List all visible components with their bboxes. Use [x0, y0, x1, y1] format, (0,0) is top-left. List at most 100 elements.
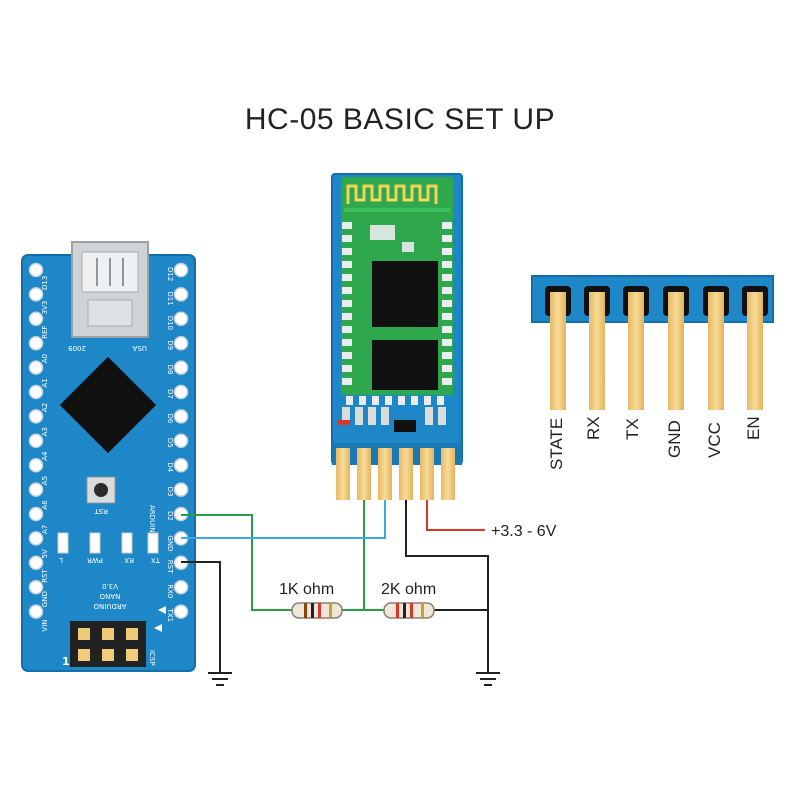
- led-label-tx: TX: [151, 556, 161, 564]
- pin-label-right-d7: D7: [166, 389, 174, 399]
- hc05-module: [331, 173, 463, 500]
- pin-label-left-a6: A6: [41, 500, 49, 510]
- wire-d2-to-hc05-tx: [181, 500, 386, 539]
- closeup-pin-vcc: [703, 286, 729, 410]
- bluetooth-daughterboard: [341, 177, 453, 405]
- hc05-pin-header: [332, 443, 462, 500]
- pin-label-left-ref: REF: [41, 325, 49, 338]
- pin-pad-right-d10: [173, 311, 189, 327]
- castellated-pads: [342, 222, 452, 405]
- pin-pad-right-d5: [173, 433, 189, 449]
- led-label-rx: RX: [124, 556, 134, 564]
- mini-usb-connector: [71, 241, 149, 338]
- resistor-2k-label: 2K ohm: [381, 581, 436, 598]
- icsp-header: [70, 621, 146, 667]
- pin-label-left-vin: VIN: [41, 620, 49, 632]
- diagram-title: HC-05 BASIC SET UP: [244, 103, 556, 136]
- pin-pad-left-a3: [28, 409, 44, 424]
- led-pwr: [89, 532, 101, 554]
- pin-label-right-d8: D8: [166, 365, 174, 375]
- model-line-nano: NANO: [99, 592, 120, 600]
- rx-tx-triangle: [158, 606, 166, 614]
- reset-label: RST: [94, 507, 108, 515]
- pin-label-right-d11: D11: [166, 291, 174, 305]
- pin-pad-right-d6: [173, 409, 189, 424]
- pin-label-right-d12: D12: [166, 267, 174, 281]
- wire-d3-to-divider: [181, 514, 296, 611]
- pin-pad-left-rst: [28, 555, 44, 571]
- arduino-cc-label: ARDUINO.CC: [148, 505, 156, 550]
- led-rx: [121, 532, 133, 554]
- pin-header-closeup: [531, 275, 774, 410]
- pin-pad-left-a0: [28, 335, 44, 351]
- pin-pad-right-d7: [173, 384, 189, 400]
- pin-pad-left-a7: [28, 506, 44, 522]
- pin-pad-left-a4: [28, 433, 44, 449]
- pin-pad-right-tx1: [173, 604, 189, 619]
- wire-arduino-gnd: [181, 561, 221, 672]
- icsp-label: ICSP: [148, 650, 156, 666]
- pin-label-left-a1: A1: [41, 378, 49, 387]
- pin-label-right-d3: D3: [166, 487, 174, 497]
- pin-label-tx: TX: [623, 418, 642, 440]
- pin-label-right-d10: D10: [166, 316, 174, 330]
- pin-label-rx: RX: [584, 416, 603, 440]
- closeup-pin-en: [742, 286, 768, 410]
- ground-symbol-right: [476, 672, 500, 686]
- resistor-1k-label: 1K ohm: [279, 581, 334, 598]
- wire-vcc-supply: [426, 500, 485, 531]
- pin-label-state: STATE: [547, 418, 566, 470]
- pin-label-left-rst: RST: [41, 568, 49, 582]
- closeup-pin-tx: [623, 286, 649, 410]
- arduino-nano-board: 2009 USA RST ARDUINO.CC V3.0 NANO ARDUIN…: [21, 241, 196, 672]
- pin-label-left-d13: D13: [41, 276, 49, 290]
- pin-label-left-5v: 5V: [41, 549, 49, 558]
- pin-label-right-gnd: GND: [166, 535, 174, 551]
- resistor-2k: [383, 602, 435, 619]
- pin-label-left-a3: A3: [41, 427, 49, 436]
- resistor-1k: [291, 602, 343, 619]
- led-tx: [147, 532, 159, 554]
- atmega-chip: [59, 356, 157, 454]
- pin-pad-right-d4: [173, 457, 189, 473]
- pin-label-right-d2: D2: [166, 511, 174, 521]
- icsp-pin1-label: 1: [62, 655, 70, 668]
- pin-pad-left-a5: [28, 457, 44, 473]
- usb-label-usa: USA: [132, 344, 147, 352]
- led-label-l: L: [59, 556, 63, 564]
- closeup-pin-rx: [584, 286, 610, 410]
- pin-label-right-d4: D4: [166, 462, 174, 472]
- pin-pad-left-a1: [28, 360, 44, 375]
- pin-label-right-rx0: RX0: [166, 584, 174, 598]
- pin-pad-left-gnd: [28, 579, 44, 595]
- pin-pad-left-vin: [28, 604, 44, 619]
- closeup-pin-gnd: [663, 286, 689, 410]
- led-l: [57, 532, 69, 554]
- pin-label-left-gnd: GND: [41, 591, 49, 607]
- pin-label-left-3v3: 3V3: [41, 301, 49, 315]
- pin-pad-left-5v: [28, 531, 44, 546]
- pin-pad-right-d9: [173, 335, 189, 351]
- pin-label-right-d5: D5: [166, 438, 174, 448]
- pin-pad-right-d8: [173, 360, 189, 375]
- pin-pad-right-d3: [173, 482, 189, 497]
- bluetooth-chip: [372, 261, 438, 327]
- pin-label-left-a2: A2: [41, 403, 49, 412]
- led-label-pwr: PWR: [87, 556, 103, 564]
- pin-pad-right-d12: [173, 262, 189, 278]
- closeup-pin-state: [545, 286, 571, 410]
- model-line-v3: V3.0: [102, 582, 118, 590]
- pin-label-left-a7: A7: [41, 525, 49, 534]
- pin-pad-left-3v3: [28, 287, 44, 302]
- icsp-pin1-triangle: [154, 624, 162, 632]
- pin-label-left-a5: A5: [41, 476, 49, 485]
- pin-label-right-tx1: TX1: [166, 608, 174, 623]
- pin-label-gnd: GND: [665, 420, 684, 458]
- pin-pad-left-ref: [28, 311, 44, 327]
- supply-voltage-label: +3.3 - 6V: [491, 523, 557, 540]
- pin-label-right-rst: RST: [166, 560, 174, 574]
- flash-chip: [372, 340, 438, 390]
- wire-hc05-gnd: [405, 500, 489, 672]
- ground-symbol-left: [208, 672, 232, 686]
